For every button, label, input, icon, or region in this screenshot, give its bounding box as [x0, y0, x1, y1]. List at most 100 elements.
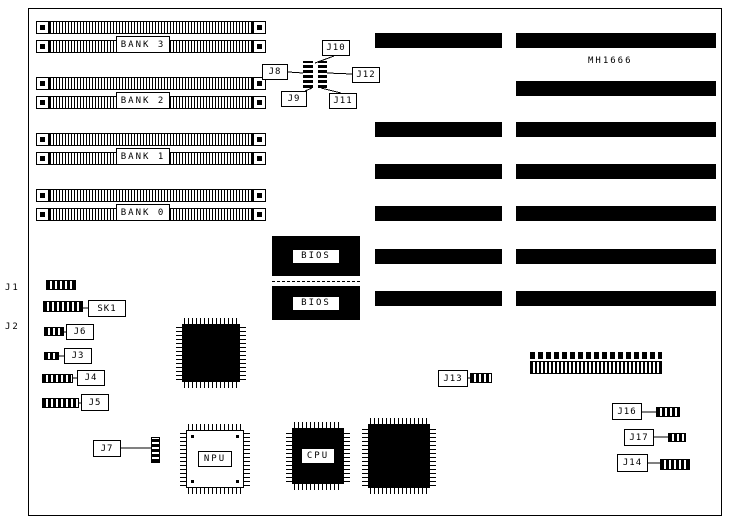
- simm-socket: [36, 188, 266, 203]
- cpu-chip: CPU: [286, 422, 350, 490]
- chip-pins-left: [286, 430, 292, 482]
- chip-pins-bottom: [294, 484, 342, 490]
- expansion-slot-segment: [516, 249, 716, 264]
- socket-key-dot: [257, 137, 262, 142]
- socket-end: [253, 21, 266, 34]
- socket-end: [36, 208, 49, 221]
- socket-corner-mark: [236, 435, 239, 438]
- chip-pins-left: [180, 432, 186, 486]
- expansion-slot-segment: [375, 33, 502, 48]
- header-pins: [530, 352, 662, 359]
- socket-end: [36, 189, 49, 202]
- expansion-slot-segment: [516, 122, 716, 137]
- chip-pins-bottom: [184, 382, 238, 388]
- chip-pins-right: [244, 432, 250, 486]
- chip-body: [182, 324, 240, 382]
- socket-key-dot: [257, 81, 262, 86]
- bios-socket-dashed-line: [272, 281, 360, 282]
- socket-end: [253, 133, 266, 146]
- jumper-label-j5: J5: [81, 394, 109, 411]
- expansion-slot-segment: [516, 33, 716, 48]
- npu-socket: NPU: [180, 424, 250, 494]
- jumper-connector-j16: [656, 407, 680, 417]
- bios-label: BIOS: [292, 248, 340, 264]
- bank-label: BANK 1: [116, 148, 170, 165]
- socket-key-dot: [40, 193, 45, 198]
- socket-pins: [49, 189, 253, 202]
- jumper-pin-column: [303, 61, 313, 88]
- jumper-label-j10: J10: [322, 40, 350, 56]
- chip-pins-left: [362, 426, 368, 486]
- socket-end: [36, 133, 49, 146]
- jumper-label-j14: J14: [617, 454, 648, 472]
- chip-pins-top: [370, 418, 428, 424]
- expansion-slot-segment: [516, 206, 716, 221]
- simm-socket: [36, 20, 266, 35]
- jumper-connector-j17: [668, 433, 686, 442]
- socket-key-dot: [40, 156, 45, 161]
- socket-end: [36, 77, 49, 90]
- expansion-slot-segment: [375, 122, 502, 137]
- socket-key-dot: [257, 193, 262, 198]
- memory-bank-1: BANK 1: [36, 132, 266, 170]
- jumper-label-j9: J9: [281, 91, 307, 107]
- bios-chip-bottom: BIOS: [272, 286, 360, 320]
- chip-pins-left: [176, 326, 182, 380]
- socket-end: [36, 40, 49, 53]
- simm-socket: [36, 76, 266, 91]
- socket-end: [36, 152, 49, 165]
- jumper-label-j16: J16: [612, 403, 642, 420]
- jumper-label-j3: J3: [64, 348, 92, 364]
- jumper-label-j13: J13: [438, 370, 468, 387]
- jumper-label-j8: J8: [262, 64, 288, 80]
- jumper-label-j7: J7: [93, 440, 121, 457]
- socket-key-dot: [40, 44, 45, 49]
- bank-label: BANK 2: [116, 92, 170, 109]
- bank-label: BANK 3: [116, 36, 170, 53]
- ic-chip-qfp: [176, 318, 246, 388]
- socket-end: [253, 208, 266, 221]
- socket-corner-mark: [191, 480, 194, 483]
- jumper-label-j17: J17: [624, 429, 654, 446]
- jumper-connector-j1: [46, 280, 76, 290]
- socket-label-sk1: SK1: [88, 300, 126, 317]
- simm-socket: [36, 132, 266, 147]
- pin-header-connector: [530, 352, 662, 375]
- socket-key-dot: [40, 100, 45, 105]
- socket-end: [253, 96, 266, 109]
- expansion-slot-segment: [375, 206, 502, 221]
- socket-key-dot: [40, 212, 45, 217]
- jumper-pin-column: [317, 61, 327, 88]
- header-base: [530, 361, 662, 374]
- chip-body: CPU: [292, 428, 344, 484]
- chip-pins-right: [344, 430, 350, 482]
- socket-key-dot: [40, 137, 45, 142]
- board-outline: [28, 8, 722, 516]
- socket-key-dot: [257, 156, 262, 161]
- board-model-label: MH1666: [588, 56, 633, 66]
- socket-corner-mark: [236, 480, 239, 483]
- jumper-block-j8-j12: [303, 61, 327, 88]
- jumper-label-j12: J12: [352, 67, 380, 83]
- chip-pins-top: [184, 318, 238, 324]
- bios-label: BIOS: [292, 295, 340, 311]
- expansion-slot-segment: [516, 81, 716, 96]
- chip-pins-right: [430, 426, 436, 486]
- chip-body: [368, 424, 430, 488]
- socket-end: [36, 21, 49, 34]
- chip-pins-bottom: [370, 488, 428, 494]
- socket-key-dot: [257, 44, 262, 49]
- jumper-connector-j3: [44, 352, 59, 360]
- jumper-connector-j6: [44, 327, 64, 336]
- jumper-connector-j4: [42, 374, 73, 383]
- npu-label: NPU: [198, 451, 232, 467]
- bios-chip-top: BIOS: [272, 236, 360, 276]
- expansion-slot-segment: [516, 164, 716, 179]
- jumper-label-j2: J2: [5, 322, 20, 332]
- jumper-label-j1: J1: [5, 283, 20, 293]
- socket-key-dot: [257, 212, 262, 217]
- ic-chip-qfp: [362, 418, 436, 494]
- expansion-slot-segment: [375, 164, 502, 179]
- jumper-connector-j7: [151, 437, 160, 463]
